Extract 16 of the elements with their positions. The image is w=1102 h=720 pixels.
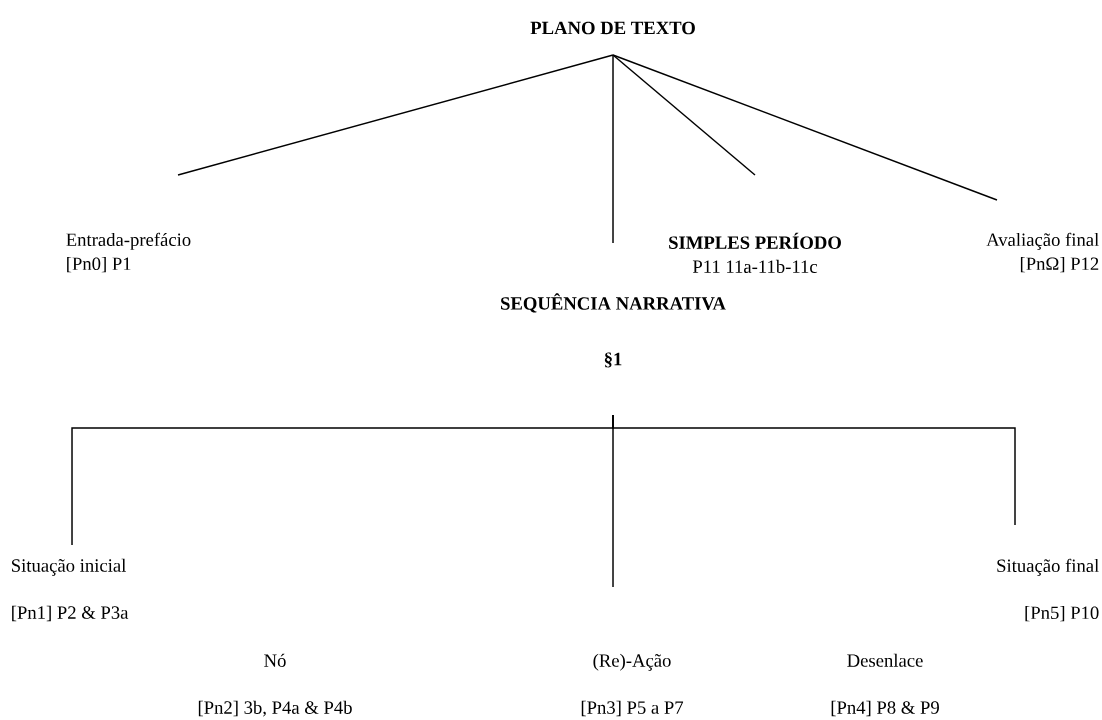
section-mark: §1: [604, 352, 622, 368]
node-label: Situação final [Pn5] P10: [997, 558, 1099, 622]
title-text: PLANO DE TEXTO: [530, 21, 695, 35]
connector-line: [612, 54, 756, 176]
node-label: (Re)-Ação [Pn3] P5 a P7: [581, 653, 684, 717]
node-label: Entrada-prefácio [Pn0] P1: [66, 232, 191, 273]
connector-line: [612, 414, 614, 588]
heading-text: SEQUÊNCIA NARRATIVA: [501, 293, 726, 313]
node-label: Nó [Pn2] 3b, P4a & P4b: [198, 653, 352, 717]
node-label: Situação inicial [Pn1] P2 & P3a: [12, 558, 129, 622]
connector-line: [612, 54, 614, 244]
connector-line: [177, 54, 614, 176]
node-label: Avaliação final [PnΩ] P12: [986, 232, 1099, 273]
node-label: SIMPLES PERÍODO P11 11a-11b-11c: [669, 232, 841, 273]
connector-line: [612, 54, 998, 201]
node-label: Desenlace [Pn4] P8 & P9: [831, 653, 939, 717]
